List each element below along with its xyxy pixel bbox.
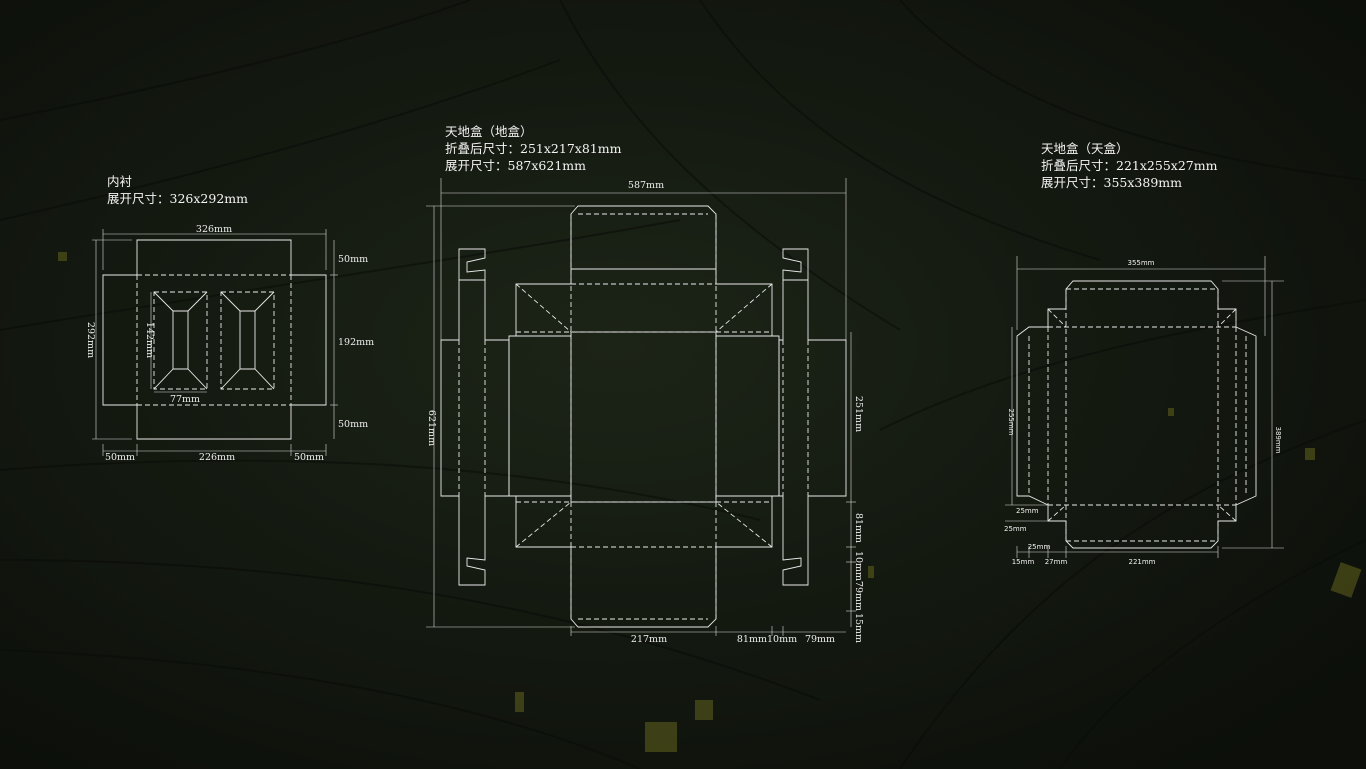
lid-box-dim-width-top: 355mm bbox=[1128, 259, 1155, 267]
base-box-dim-height-left: 621mm bbox=[426, 410, 437, 446]
liner-spec: 展开尺寸：326x292mm bbox=[107, 191, 248, 206]
lid-box-dimension-lines bbox=[1005, 256, 1284, 558]
base-box-dim-r-15: 15mm bbox=[853, 613, 864, 643]
lid-box-dieline bbox=[1016, 280, 1257, 549]
base-box-dim-b-79: 79mm bbox=[805, 634, 835, 645]
liner-dim-side-bottom: 50mm bbox=[338, 419, 368, 430]
lid-box-folded: 折叠后尺寸：221x255x27mm bbox=[1041, 158, 1218, 173]
lid-box-dim-b-27: 27mm bbox=[1045, 558, 1068, 566]
liner-header: 内衬 展开尺寸：326x292mm bbox=[107, 173, 248, 207]
liner-dim-cavity-height: 142mm bbox=[144, 322, 155, 358]
lid-box-spec: 展开尺寸：355x389mm bbox=[1041, 175, 1182, 190]
base-box-dim-b-217: 217mm bbox=[631, 634, 667, 645]
liner-dim-cavity-width: 77mm bbox=[170, 394, 200, 405]
liner-dim-bottom-left: 50mm bbox=[105, 452, 135, 463]
base-box-dimension-lines bbox=[426, 178, 856, 636]
liner-dim-bottom-mid: 226mm bbox=[199, 452, 235, 463]
base-box-folded: 折叠后尺寸：251x217x81mm bbox=[445, 141, 622, 156]
liner-dim-height-left: 292mm bbox=[85, 322, 96, 358]
base-box-title: 天地盒（地盒） bbox=[445, 124, 533, 139]
lid-box-dim-25a: 25mm bbox=[1016, 507, 1039, 515]
liner-dim-bottom-right: 50mm bbox=[294, 452, 324, 463]
base-box-dim-b-81-10: 81mm10mm bbox=[737, 634, 797, 645]
base-box-dieline bbox=[440, 205, 847, 628]
liner-dim-side-mid: 192mm bbox=[338, 337, 374, 348]
base-box-dim-r-10: 10mm bbox=[853, 551, 864, 581]
liner-dim-width-top: 326mm bbox=[196, 224, 232, 235]
lid-box-dim-b-15: 15mm bbox=[1012, 558, 1035, 566]
lid-box-dim-height-right: 389mm bbox=[1274, 427, 1282, 454]
lid-box-header: 天地盒（天盒） 折叠后尺寸：221x255x27mm 展开尺寸：355x389m… bbox=[1041, 140, 1217, 191]
base-box-dim-r-81: 81mm bbox=[853, 513, 864, 543]
base-box-dim-r-251: 251mm bbox=[853, 396, 864, 432]
lid-box-dim-height-left: 255mm bbox=[1007, 409, 1015, 436]
liner-dieline bbox=[102, 239, 327, 440]
lid-box-dim-b-221: 221mm bbox=[1129, 558, 1156, 566]
liner-dimension-lines bbox=[92, 229, 338, 456]
liner-dim-side-top: 50mm bbox=[338, 254, 368, 265]
lid-box-title: 天地盒（天盒） bbox=[1041, 141, 1129, 156]
lid-box-dim-25b: 25mm bbox=[1004, 525, 1027, 533]
lid-box-dim-25c: 25mm bbox=[1028, 543, 1051, 551]
base-box-spec: 展开尺寸：587x621mm bbox=[445, 158, 586, 173]
base-box-header: 天地盒（地盒） 折叠后尺寸：251x217x81mm 展开尺寸：587x621m… bbox=[445, 123, 621, 174]
liner-title: 内衬 bbox=[107, 174, 133, 189]
base-box-dim-width-top: 587mm bbox=[628, 180, 664, 191]
base-box-dim-r-79: 79mm bbox=[853, 581, 864, 611]
